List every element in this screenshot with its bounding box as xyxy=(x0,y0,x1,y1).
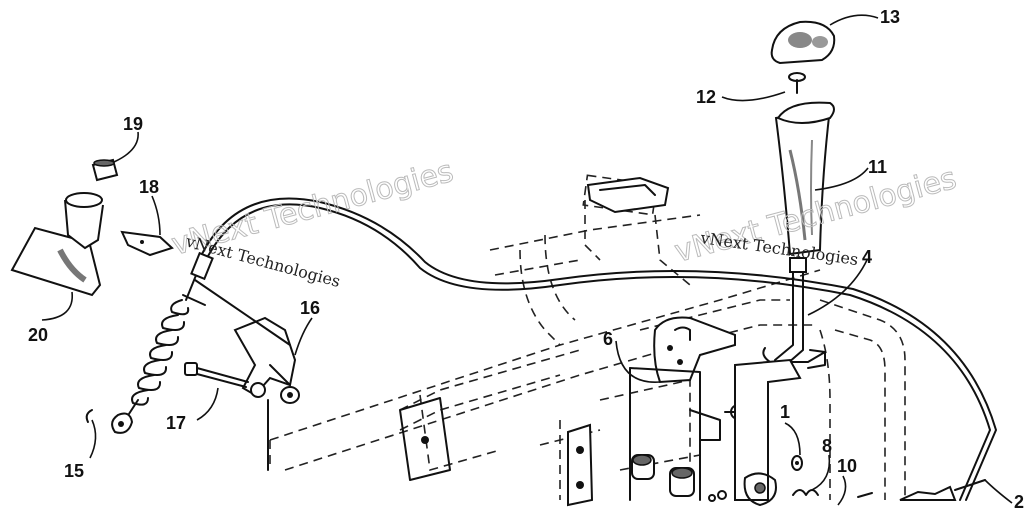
screw-12 xyxy=(788,72,806,94)
callout-15: 15 xyxy=(64,461,84,481)
cable-end xyxy=(899,479,986,501)
upper-mount xyxy=(586,176,670,214)
watermark-left: vNext Technologies vNext Technologies xyxy=(168,153,458,291)
hardware-small xyxy=(791,455,873,498)
callout-19: 19 xyxy=(123,114,143,134)
shift-knob xyxy=(770,20,836,65)
boot-housing-20 xyxy=(10,192,104,297)
callout-16: 16 xyxy=(300,298,320,318)
lower-plate xyxy=(734,349,826,506)
leader-lines xyxy=(41,14,1013,506)
bolt-17 xyxy=(184,362,249,388)
callout-1: 1 xyxy=(780,402,790,422)
lever-bracket xyxy=(194,279,300,471)
clip-15 xyxy=(85,409,93,423)
bushings xyxy=(631,454,727,502)
callout-10: 10 xyxy=(837,456,857,476)
callout-11: 11 xyxy=(868,157,887,177)
shift-cable xyxy=(199,197,997,501)
cap-19 xyxy=(91,158,119,182)
callout-4: 4 xyxy=(862,247,872,267)
callout-2: 2 xyxy=(1014,492,1024,512)
callout-18: 18 xyxy=(139,177,159,197)
callout-17: 17 xyxy=(166,413,186,433)
cable-spring-assembly xyxy=(111,251,214,434)
callout-6: 6 xyxy=(603,329,613,349)
shift-grip xyxy=(774,101,835,256)
callout-labels: 13 12 11 4 6 1 8 10 2 19 18 20 16 17 15 xyxy=(28,7,1024,512)
shift-lever xyxy=(762,257,826,371)
left-angle-bracket xyxy=(567,423,594,507)
crossmember-plate xyxy=(399,397,451,481)
callout-13: 13 xyxy=(880,7,900,27)
mount-plate-18 xyxy=(120,230,174,257)
callout-12: 12 xyxy=(696,87,716,107)
callout-8: 8 xyxy=(822,436,832,456)
callout-20: 20 xyxy=(28,325,48,345)
